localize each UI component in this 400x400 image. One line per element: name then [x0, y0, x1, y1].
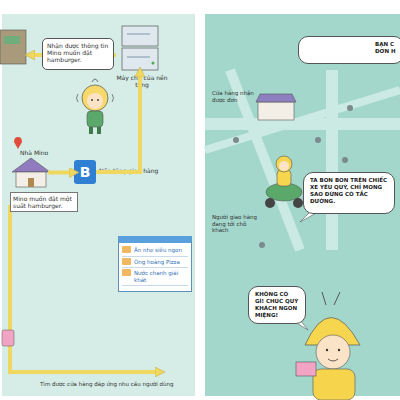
- house-icon: [12, 137, 50, 187]
- house-node: Nhà MinoMino muốn đặt một suất hamburger…: [14, 158, 48, 188]
- delivery-character: [328, 359, 338, 361]
- pedestrians: [233, 137, 239, 143]
- mino-character: [97, 127, 101, 134]
- right-panel: [205, 14, 400, 396]
- speech-bubble: KHÔNG CÓ GÌ! CHÚC QUÝ KHÁCH NGON MIỆNG!: [248, 286, 306, 324]
- right-panel: [205, 90, 400, 150]
- speech-bubble: TA BON BON TRÊN CHIẾC XE YÊU QUÝ, CHỈ MO…: [303, 172, 395, 214]
- delivery-character: [313, 369, 355, 400]
- left-panel: [2, 14, 195, 396]
- delivery-character: [316, 335, 350, 369]
- pedestrians: [259, 242, 265, 248]
- server-icon: [127, 34, 150, 35]
- scooter-rider: [276, 156, 292, 172]
- mino-character: [87, 111, 103, 127]
- caption-label: Cửa hàng nhận được đơn: [212, 90, 256, 103]
- house-icon: [28, 178, 34, 187]
- mino-character: [77, 94, 114, 102]
- server-node: Máy chủ của nền tảng: [120, 24, 160, 72]
- shop-icon: [256, 94, 296, 102]
- caption-label: Người giao hàng đang tới chỗ khách: [212, 214, 262, 234]
- mino-character: [91, 99, 93, 101]
- left-panel: [2, 14, 195, 396]
- pedestrians: [315, 137, 321, 143]
- list-item: Nước chanh giải khát: [122, 268, 188, 286]
- server-icon: [122, 26, 158, 46]
- store-icon: [0, 30, 26, 64]
- store-list: Ăn nhẹ siêu ngonÔng hoàng PizzaNước chan…: [118, 236, 192, 292]
- delivery-character: [296, 362, 316, 376]
- right-panel: [326, 70, 338, 250]
- phone-icon: [2, 330, 14, 346]
- server-icon: [122, 26, 158, 70]
- mino-character: [77, 79, 114, 134]
- list-item: Ăn nhẹ siêu ngon: [122, 245, 188, 257]
- pedestrians: [342, 157, 348, 163]
- bubble-text: BẠN C ĐƠN H: [375, 41, 400, 55]
- mino-character: [89, 127, 93, 134]
- scooter-rider: [265, 198, 275, 208]
- server-icon: [122, 48, 158, 70]
- server-icon: [152, 62, 155, 65]
- flow-arrow: [48, 171, 74, 175]
- mino-character: [82, 85, 108, 111]
- mino-character: [92, 79, 98, 82]
- platform-node: BNền tảng giao hàng: [74, 160, 96, 184]
- bubble-text: KHÔNG CÓ GÌ! CHÚC QUÝ KHÁCH NGON MIỆNG!: [255, 291, 299, 319]
- house-icon: [16, 172, 46, 187]
- shop-icon: [256, 94, 296, 120]
- list-item: Ông hoàng Pizza: [122, 257, 188, 269]
- scooter-rider: [279, 161, 289, 171]
- node-label: Nhà Mino: [20, 149, 70, 156]
- delivery-character: [338, 349, 340, 351]
- right-panel: [205, 14, 400, 396]
- scooter-rider: [265, 156, 303, 208]
- store-icon: [0, 30, 26, 64]
- server-icon: [127, 57, 150, 58]
- node-label: Máy chủ của nền tảng: [114, 74, 170, 88]
- scooter-rider: [293, 198, 303, 208]
- delivery-character: [326, 349, 328, 351]
- caption-label: Tìm được cửa hàng đáp ứng nhu cầu người …: [40, 381, 196, 388]
- bubble-text: TA BON BON TRÊN CHIẾC XE YÊU QUÝ, CHỈ MO…: [310, 177, 388, 205]
- shop-icon: [258, 102, 294, 120]
- store-icon: [4, 36, 20, 44]
- scooter-rider: [277, 170, 291, 186]
- pedestrians: [347, 105, 353, 111]
- note-text: Nhận được thông tin Mino muốn đặt hambur…: [47, 42, 109, 64]
- delivery-character: [322, 292, 340, 305]
- mino-character: [87, 93, 103, 109]
- logo-letter: B: [74, 160, 96, 184]
- speech-box: Nhận được thông tin Mino muốn đặt hambur…: [42, 38, 114, 70]
- house-icon: [14, 137, 22, 149]
- house-icon: [12, 158, 50, 172]
- flow-arrow: [10, 55, 160, 372]
- mino-character: [97, 99, 99, 101]
- flow-arrow: [96, 72, 140, 172]
- caption-text: Mino muốn đặt một suất hamburger.: [10, 192, 78, 212]
- speech-bubble: BẠN C ĐƠN H: [298, 36, 400, 64]
- node-label: Nền tảng giao hàng: [99, 167, 159, 174]
- phone-icon: [2, 330, 14, 346]
